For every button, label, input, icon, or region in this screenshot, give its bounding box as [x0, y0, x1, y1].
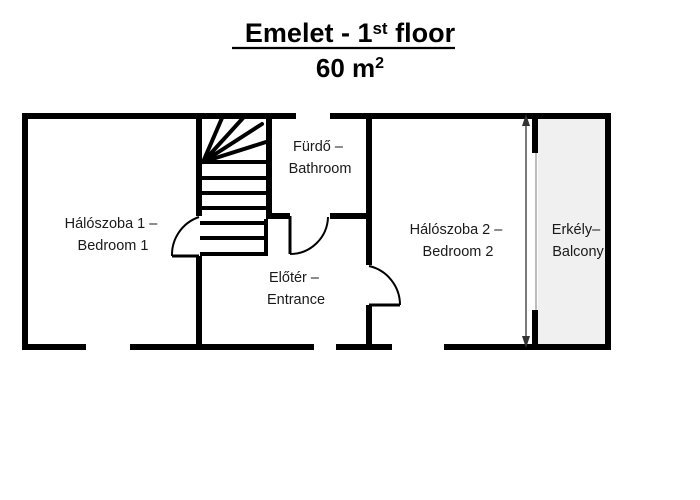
bedroom-2-label-line1: Hálószoba 2 – [410, 222, 504, 238]
outer-walls [22, 113, 611, 350]
area-value: 60 m [316, 53, 375, 83]
balcony-floor-fill [538, 115, 608, 348]
doors [170, 216, 401, 307]
wall-bathroom-entrance-left [266, 213, 290, 219]
page-title: Emelet - 1st floor [245, 18, 456, 48]
staircase [200, 116, 268, 256]
wall-bottom-seg-2 [130, 344, 249, 350]
room-label-balcony: Erkély– Balcony [552, 222, 605, 260]
dimension-arrow-bottom [522, 336, 530, 348]
wall-bottom-seg-4 [336, 344, 392, 350]
title-block: Emelet - 1st floor 60 m2 [232, 18, 456, 83]
bathroom-door-arc [289, 216, 329, 255]
balcony-label-line2: Balcony [552, 244, 604, 260]
room-label-bathroom: Fürdő – Bathroom [289, 139, 352, 177]
wall-bedroom1-core-upper [196, 113, 202, 216]
wall-balcony-top [538, 113, 611, 119]
wall-entrance-bedroom2-lower [366, 305, 372, 350]
bathroom-label-line2: Bathroom [289, 161, 352, 177]
entrance-label-line2: Entrance [267, 292, 325, 308]
wall-bottom-seg-5 [444, 344, 611, 350]
bedroom-1-label-line1: Hálószoba 1 – [65, 216, 159, 232]
page-title-superscript: st [372, 19, 387, 38]
stair-winder-3 [201, 122, 264, 164]
stair-winder-1 [201, 116, 224, 164]
room-labels: Hálószoba 1 – Bedroom 1 Fürdő – Bathroom… [65, 139, 605, 308]
stair-winder-2 [201, 116, 245, 164]
wall-bottom-seg-1 [22, 344, 86, 350]
wall-bedroom1-core-lower [196, 256, 202, 350]
room-label-bedroom-2: Hálószoba 2 – Bedroom 2 [410, 222, 507, 260]
wall-balcony-upper [532, 113, 538, 153]
balcony-glazing-line [535, 153, 537, 310]
bedroom-1-label-line2: Bedroom 1 [78, 238, 149, 254]
stair-winder-4 [201, 140, 268, 164]
wall-balcony-bottom [538, 344, 611, 350]
wall-left-exterior [22, 113, 28, 350]
balcony-depth-dimension [522, 114, 530, 348]
wall-top-right [330, 113, 611, 119]
page-title-tail: floor [388, 18, 456, 48]
wall-bottom-seg-3 [249, 344, 314, 350]
interior-walls [196, 113, 611, 350]
bedroom-1-door-arc [170, 216, 200, 257]
dimension-arrow-top [522, 114, 530, 126]
page-title-main: Emelet - 1 [245, 18, 373, 48]
wall-entrance-bedroom2-upper [366, 113, 372, 265]
balcony-label-line1: Erkély– [552, 222, 601, 238]
wall-balcony-lower [532, 310, 538, 350]
entrance-label-line1: Előtér – [269, 270, 320, 286]
bedroom-2-label-line2: Bedroom 2 [423, 244, 494, 260]
wall-top-left [22, 113, 296, 119]
area-label: 60 m2 [316, 53, 384, 83]
area-superscript: 2 [375, 55, 384, 72]
wall-right-exterior [605, 113, 611, 350]
bathroom-label-line1: Fürdő – [293, 139, 344, 155]
bedroom-2-door-arc [368, 265, 401, 306]
room-label-entrance: Előtér – Entrance [267, 270, 325, 308]
wall-bathroom-entrance-right [330, 213, 372, 219]
wall-stair-shaft-right [266, 113, 272, 219]
room-label-bedroom-1: Hálószoba 1 – Bedroom 1 [65, 216, 162, 254]
